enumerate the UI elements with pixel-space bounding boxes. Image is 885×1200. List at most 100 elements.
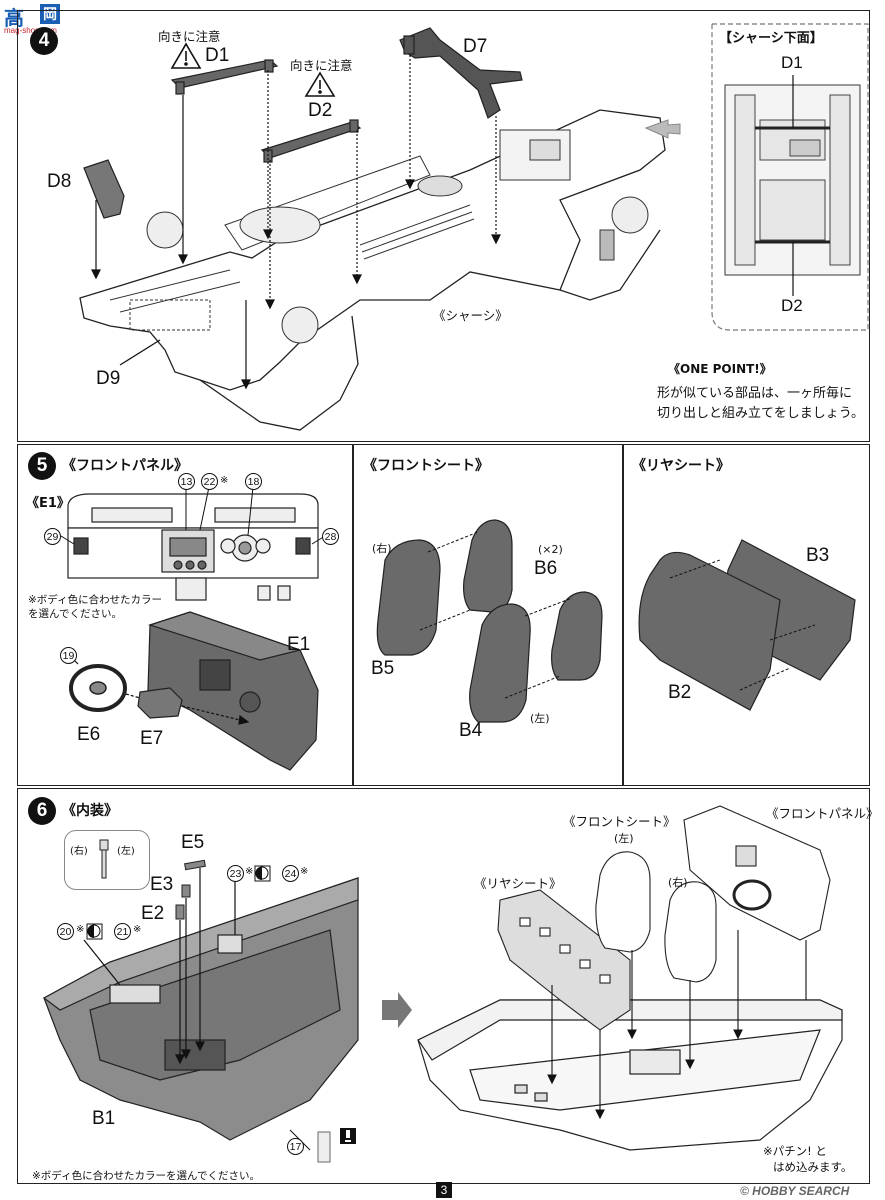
part-label-d7: D7: [463, 36, 488, 57]
step5-divider-2: [622, 444, 624, 786]
star-mark-24: ※: [300, 866, 309, 877]
star-mark-22: ※: [220, 475, 229, 486]
page-number: 3: [436, 1182, 452, 1198]
star-mark-21: ※: [133, 924, 142, 935]
part-label-e6: E6: [77, 724, 101, 745]
part-label-b6: B6: [534, 558, 558, 579]
completed-front-panel-label: 《フロントパネル》: [766, 806, 879, 821]
callout-28: 28: [322, 528, 339, 545]
step4-number: 4: [30, 27, 58, 55]
next-step-arrow: [382, 992, 412, 1028]
one-point-line1: 形が似ている部品は、一ヶ所毎に: [657, 386, 853, 401]
pin-inset-box: [64, 830, 150, 890]
part-d1-shape: [170, 59, 279, 95]
completed-front-seat-side-r: (右): [668, 876, 688, 889]
direction-arrow: [644, 119, 681, 139]
seat-b6-shape-2: [551, 591, 603, 681]
callout-18: 18: [245, 473, 262, 490]
part-label-b1: B1: [92, 1108, 116, 1129]
bottom-body-color-note: ※ボディ色に合わせたカラーを選んでください。: [32, 1170, 261, 1182]
caution-label-2: 向きに注意: [290, 58, 353, 73]
seat-b6-shape-1: [463, 519, 513, 613]
star-mark-20: ※: [76, 924, 85, 935]
completed-front-panel: [683, 805, 831, 941]
callout-19: 19: [60, 647, 77, 664]
part-label-e1: E1: [287, 634, 311, 655]
part-label-d2: D2: [308, 100, 333, 121]
callout-13: 13: [178, 473, 195, 490]
b1-tub: [42, 877, 359, 1141]
part-label-b2: B2: [668, 682, 692, 703]
callout-24: 24: [282, 865, 299, 882]
watermark-logo-main: 高: [4, 6, 24, 30]
e6-steering-wheel: [69, 664, 127, 712]
part-17-icon: [317, 1128, 356, 1163]
caution-icon-2: [304, 71, 336, 97]
step5-divider-1: [352, 444, 354, 786]
seat-b5-shape: [376, 539, 441, 656]
front-panel-title: 《フロントパネル》: [62, 458, 188, 474]
seat-x2-label: (×2): [538, 543, 563, 556]
watermark-logo-chip: 岡: [40, 4, 60, 24]
callout-17: 17: [287, 1138, 304, 1155]
step5-panel: [17, 444, 870, 786]
part-label-b3: B3: [806, 545, 830, 566]
part-label-e2: E2: [141, 903, 165, 924]
callout-29: 29: [44, 528, 61, 545]
part-d7-shape: [399, 27, 523, 119]
underside-inset: [711, 23, 869, 331]
e-pins: [175, 859, 206, 920]
color-chip-23-24: [254, 865, 271, 882]
callout-23: 23: [227, 865, 244, 882]
pin-inset-right: (右): [70, 846, 88, 857]
rear-seat-drawing: [638, 539, 856, 711]
snap-note-2: はめ込みます。: [773, 1160, 853, 1174]
underside-inset-title: 【シャーシ下面】: [719, 31, 823, 46]
step4-drawing: [79, 27, 681, 431]
body-color-note-2: を選んでください。: [28, 608, 122, 620]
completed-interior: [417, 999, 843, 1151]
completed-front-seats: [595, 851, 717, 983]
front-panel-drawing: [60, 486, 326, 771]
caution-icon: [170, 42, 202, 69]
watermark-logo: 高 岡 mag-shop.com: [4, 2, 74, 35]
chassis-details: [109, 129, 649, 344]
interior-title: 《内装》: [62, 803, 118, 819]
callout-21: 21: [114, 923, 131, 940]
e1-front-view: [67, 493, 319, 601]
color-chip-20-21: [86, 923, 103, 940]
part-label-e3: E3: [150, 874, 174, 895]
front-seat-title: 《フロントシート》: [363, 458, 489, 474]
seat-right-label: (右): [372, 542, 392, 555]
part-label-d8: D8: [47, 171, 72, 192]
completed-front-seat-side: (左): [614, 832, 634, 845]
part-label-e7: E7: [140, 728, 164, 749]
star-mark-23: ※: [245, 866, 254, 877]
step5-number: 5: [28, 452, 56, 480]
completed-rear-seat-label: 《リヤシート》: [474, 876, 562, 891]
seat-left-label: (左): [530, 712, 550, 725]
inset-label-d1: D1: [781, 53, 803, 72]
rear-seat-title: 《リヤシート》: [632, 458, 730, 474]
callout-20: 20: [57, 923, 74, 940]
part-label-d9: D9: [96, 368, 121, 389]
part-label-d1: D1: [205, 45, 230, 66]
callout-22: 22: [201, 473, 218, 490]
part-label-b4: B4: [459, 720, 483, 741]
step4-arrows: [91, 55, 501, 390]
inset-label-d2: D2: [781, 296, 803, 315]
pin-inset-left: (左): [117, 846, 135, 857]
snap-note-1: ※パチン! と: [763, 1144, 827, 1158]
body-color-note-1: ※ボディ色に合わせたカラー: [28, 594, 163, 606]
part-label-e5: E5: [181, 832, 205, 853]
watermark-url: mag-shop.com: [4, 26, 57, 35]
seat-b4-shape: [469, 603, 531, 723]
one-point-title: 《ONE POINT!》: [668, 362, 772, 376]
e1-box-label: 《E1》: [26, 496, 70, 511]
watermark-bottom: © HOBBY SEARCH: [740, 1184, 850, 1198]
part-d8-shape: [83, 159, 125, 219]
e7-column: [137, 687, 183, 719]
one-point-line2: 切り出しと組み立てをしましょう。: [657, 406, 864, 421]
completed-front-seat-label: 《フロントシート》: [563, 814, 676, 829]
